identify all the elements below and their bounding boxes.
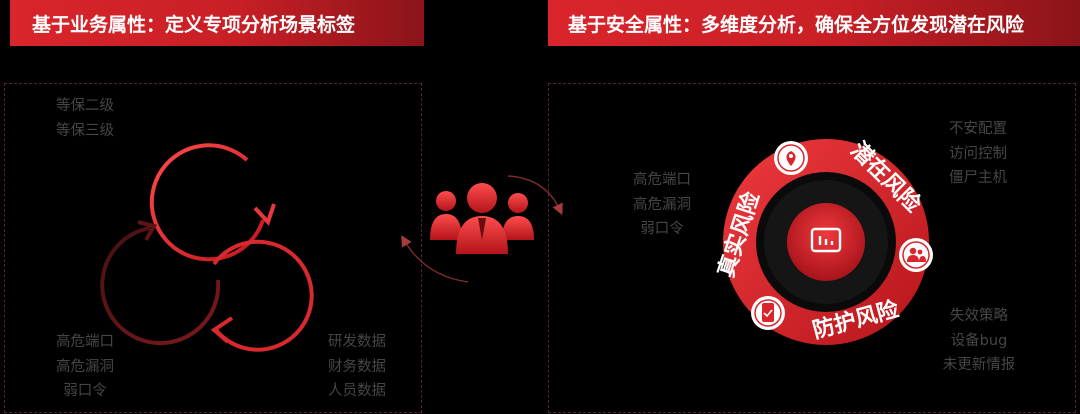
tag-item: 设备bug	[950, 332, 1008, 349]
loop-right	[212, 239, 314, 352]
tag-item: 访问控制	[949, 145, 1007, 162]
loop-left	[100, 226, 221, 346]
location-pin-icon	[774, 141, 808, 175]
tag-item: 未更新情报	[942, 357, 1016, 373]
tag-item: 高危漏洞	[56, 358, 114, 375]
left-panel	[4, 83, 422, 413]
tags-compliance: 等保二级 等保三级	[50, 94, 120, 143]
tag-item: 财务数据	[328, 358, 386, 375]
loop-top-arrowhead	[253, 203, 276, 226]
tag-item: 高危端口	[56, 334, 114, 350]
connector-arrows	[401, 175, 563, 283]
risk-ring-diagram: 潜在风险 真实风险 防护风险	[713, 137, 933, 345]
loop-top	[149, 143, 265, 262]
cycle-loops-diagram	[100, 143, 314, 352]
right-header: 基于安全属性：多维度分析，确保全方位发现潜在风险	[548, 0, 1080, 46]
tag-item: 研发数据	[328, 334, 386, 350]
loop-left-arrowhead	[137, 220, 158, 241]
people-group-icon	[430, 183, 534, 254]
tags-potential-risk: 不安配置 访问控制 僵尸主机	[938, 117, 1018, 191]
chart-icon	[810, 227, 842, 253]
phone-check-icon	[751, 296, 785, 330]
tag-item: 失效策略	[950, 308, 1008, 324]
tag-item: 高危漏洞	[633, 196, 691, 213]
tag-item: 高危端口	[633, 172, 691, 188]
tag-item: 不安配置	[949, 121, 1007, 137]
tag-item: 僵尸主机	[949, 170, 1007, 186]
users-icon	[899, 238, 933, 272]
tag-item: 弱口令	[640, 221, 684, 237]
tags-real-risk: 高危端口 高危漏洞 弱口令	[625, 168, 699, 242]
tags-protection-risk: 失效策略 设备bug 未更新情报	[934, 304, 1024, 378]
tag-item: 弱口令	[63, 383, 107, 399]
tag-item: 人员数据	[328, 383, 386, 399]
loop-right-arrowhead	[210, 316, 234, 344]
left-header: 基于业务属性：定义专项分析场景标签	[10, 0, 424, 46]
tag-item: 等保二级	[56, 98, 114, 114]
right-panel	[548, 83, 1076, 413]
tag-item: 等保三级	[56, 122, 114, 139]
tags-data: 研发数据 财务数据 人员数据	[320, 330, 394, 404]
tags-risk-left: 高危端口 高危漏洞 弱口令	[50, 330, 120, 404]
